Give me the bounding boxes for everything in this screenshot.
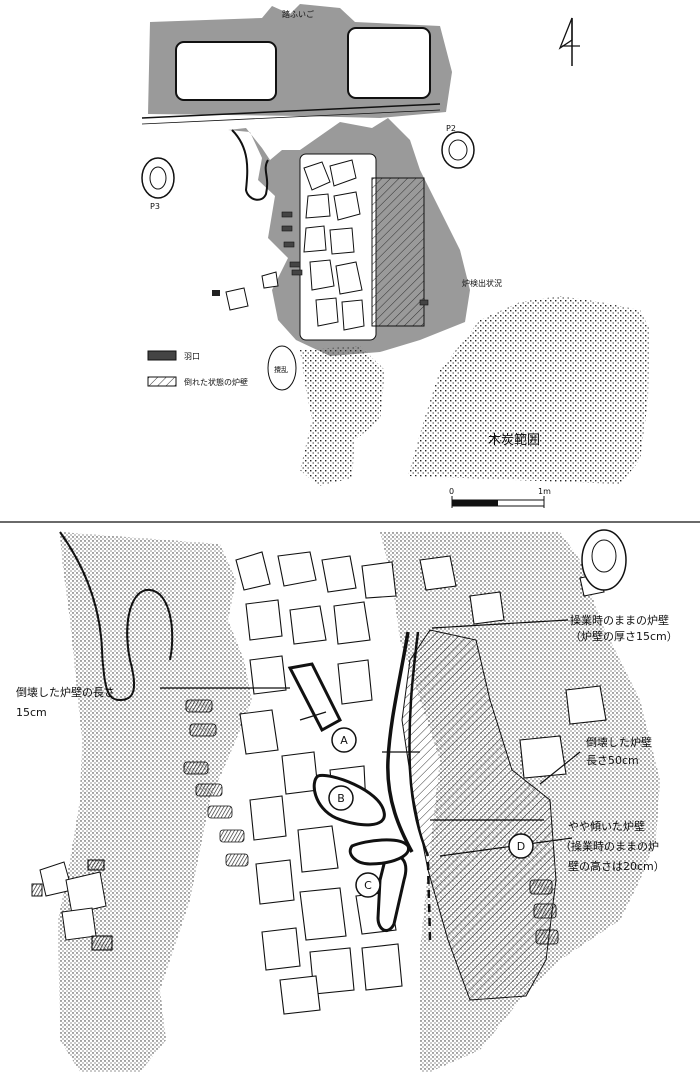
pit-p2 — [441, 131, 475, 169]
wall-segment-c-upper — [348, 838, 410, 866]
legend: 羽口 倒れた状態の炉壁 — [147, 350, 248, 387]
legend-swatch-fallen-wall — [147, 376, 177, 387]
marker-a-label: A — [340, 734, 348, 747]
callout-lower-right-2: （操業時のままの炉 — [560, 839, 659, 853]
label-p3: P3 — [150, 202, 160, 211]
measure-arrows — [299, 711, 544, 821]
callout-top-right-2: （炉壁の厚さ15cm） — [570, 629, 678, 643]
haguchi-marks-top — [281, 211, 429, 306]
label-charcoal: 木炭範囲 — [488, 433, 540, 448]
loose-dark-stones — [31, 859, 113, 951]
label-p2: P2 — [446, 124, 456, 133]
marker-b-label: B — [337, 792, 345, 805]
scale-zero: 0 — [449, 487, 454, 496]
bottom-detail-panel: A B C D 操業時のままの炉壁 （炉壁の厚さ15cm） 倒壊した炉壁の長さ … — [16, 529, 678, 1072]
callout-top-right-1: 操業時のままの炉壁 — [570, 613, 669, 627]
loose-stones-left-top — [225, 271, 279, 311]
label-furo: 炉検出状況 — [462, 278, 502, 288]
marker-c-label: C — [364, 879, 372, 892]
marker-d: D — [508, 833, 534, 859]
legend-swatch-haguchi — [147, 350, 177, 361]
pit-rings — [581, 529, 627, 591]
leader-lines — [160, 619, 581, 857]
marker-c: C — [355, 872, 381, 898]
charcoal-area — [408, 296, 650, 484]
stone-field — [235, 551, 607, 1015]
bellows-pit-left — [175, 41, 277, 101]
legend-label-haguchi: 羽口 — [184, 352, 200, 361]
scale-bar — [451, 496, 545, 508]
marker-d-label: D — [517, 840, 525, 853]
callout-left-1: 倒壊した炉壁の長さ — [16, 685, 115, 699]
top-plan-panel: P2 P3 踏ふいご 炉検出状況 攪乱 木炭範囲 羽口 倒れた状態の炉壁 — [141, 4, 650, 508]
wall-segment-a — [287, 662, 342, 733]
furnace-wall-line-1 — [386, 631, 414, 853]
marker-b: B — [328, 785, 354, 811]
callout-left-2: 15cm — [16, 706, 47, 719]
label-fuigo: 踏ふいご — [282, 9, 314, 19]
scale-one: 1m — [538, 487, 551, 496]
marker-a: A — [331, 727, 357, 753]
legend-label-fallen-wall: 倒れた状態の炉壁 — [184, 377, 248, 387]
furnace-wall-line-2 — [408, 631, 430, 857]
fallen-wall-hatch-top — [371, 177, 425, 327]
wall-segment-c — [376, 853, 408, 933]
label-kakuran: 攪乱 — [274, 365, 288, 374]
lower-speckle-area — [300, 346, 385, 486]
haguchi-marks — [183, 699, 559, 945]
callout-lower-right-1: やや傾いた炉壁 — [568, 819, 645, 833]
furnace-wall-hook — [231, 129, 269, 201]
bellows-pit-right — [347, 27, 431, 99]
disturbance-pit — [267, 345, 297, 391]
dotted-area-left — [58, 532, 252, 1072]
furnace-stones-top — [299, 153, 377, 341]
north-arrow-icon — [558, 17, 580, 66]
callout-right-1: 倒壊した炉壁 — [586, 735, 652, 749]
callout-lower-right-3: 壁の高さは20cm） — [568, 859, 665, 873]
hook-outline — [59, 531, 174, 702]
pit-p3 — [141, 157, 175, 199]
callout-right-2: 長さ50cm — [586, 754, 639, 767]
loose-stones-lower-left — [39, 861, 107, 941]
